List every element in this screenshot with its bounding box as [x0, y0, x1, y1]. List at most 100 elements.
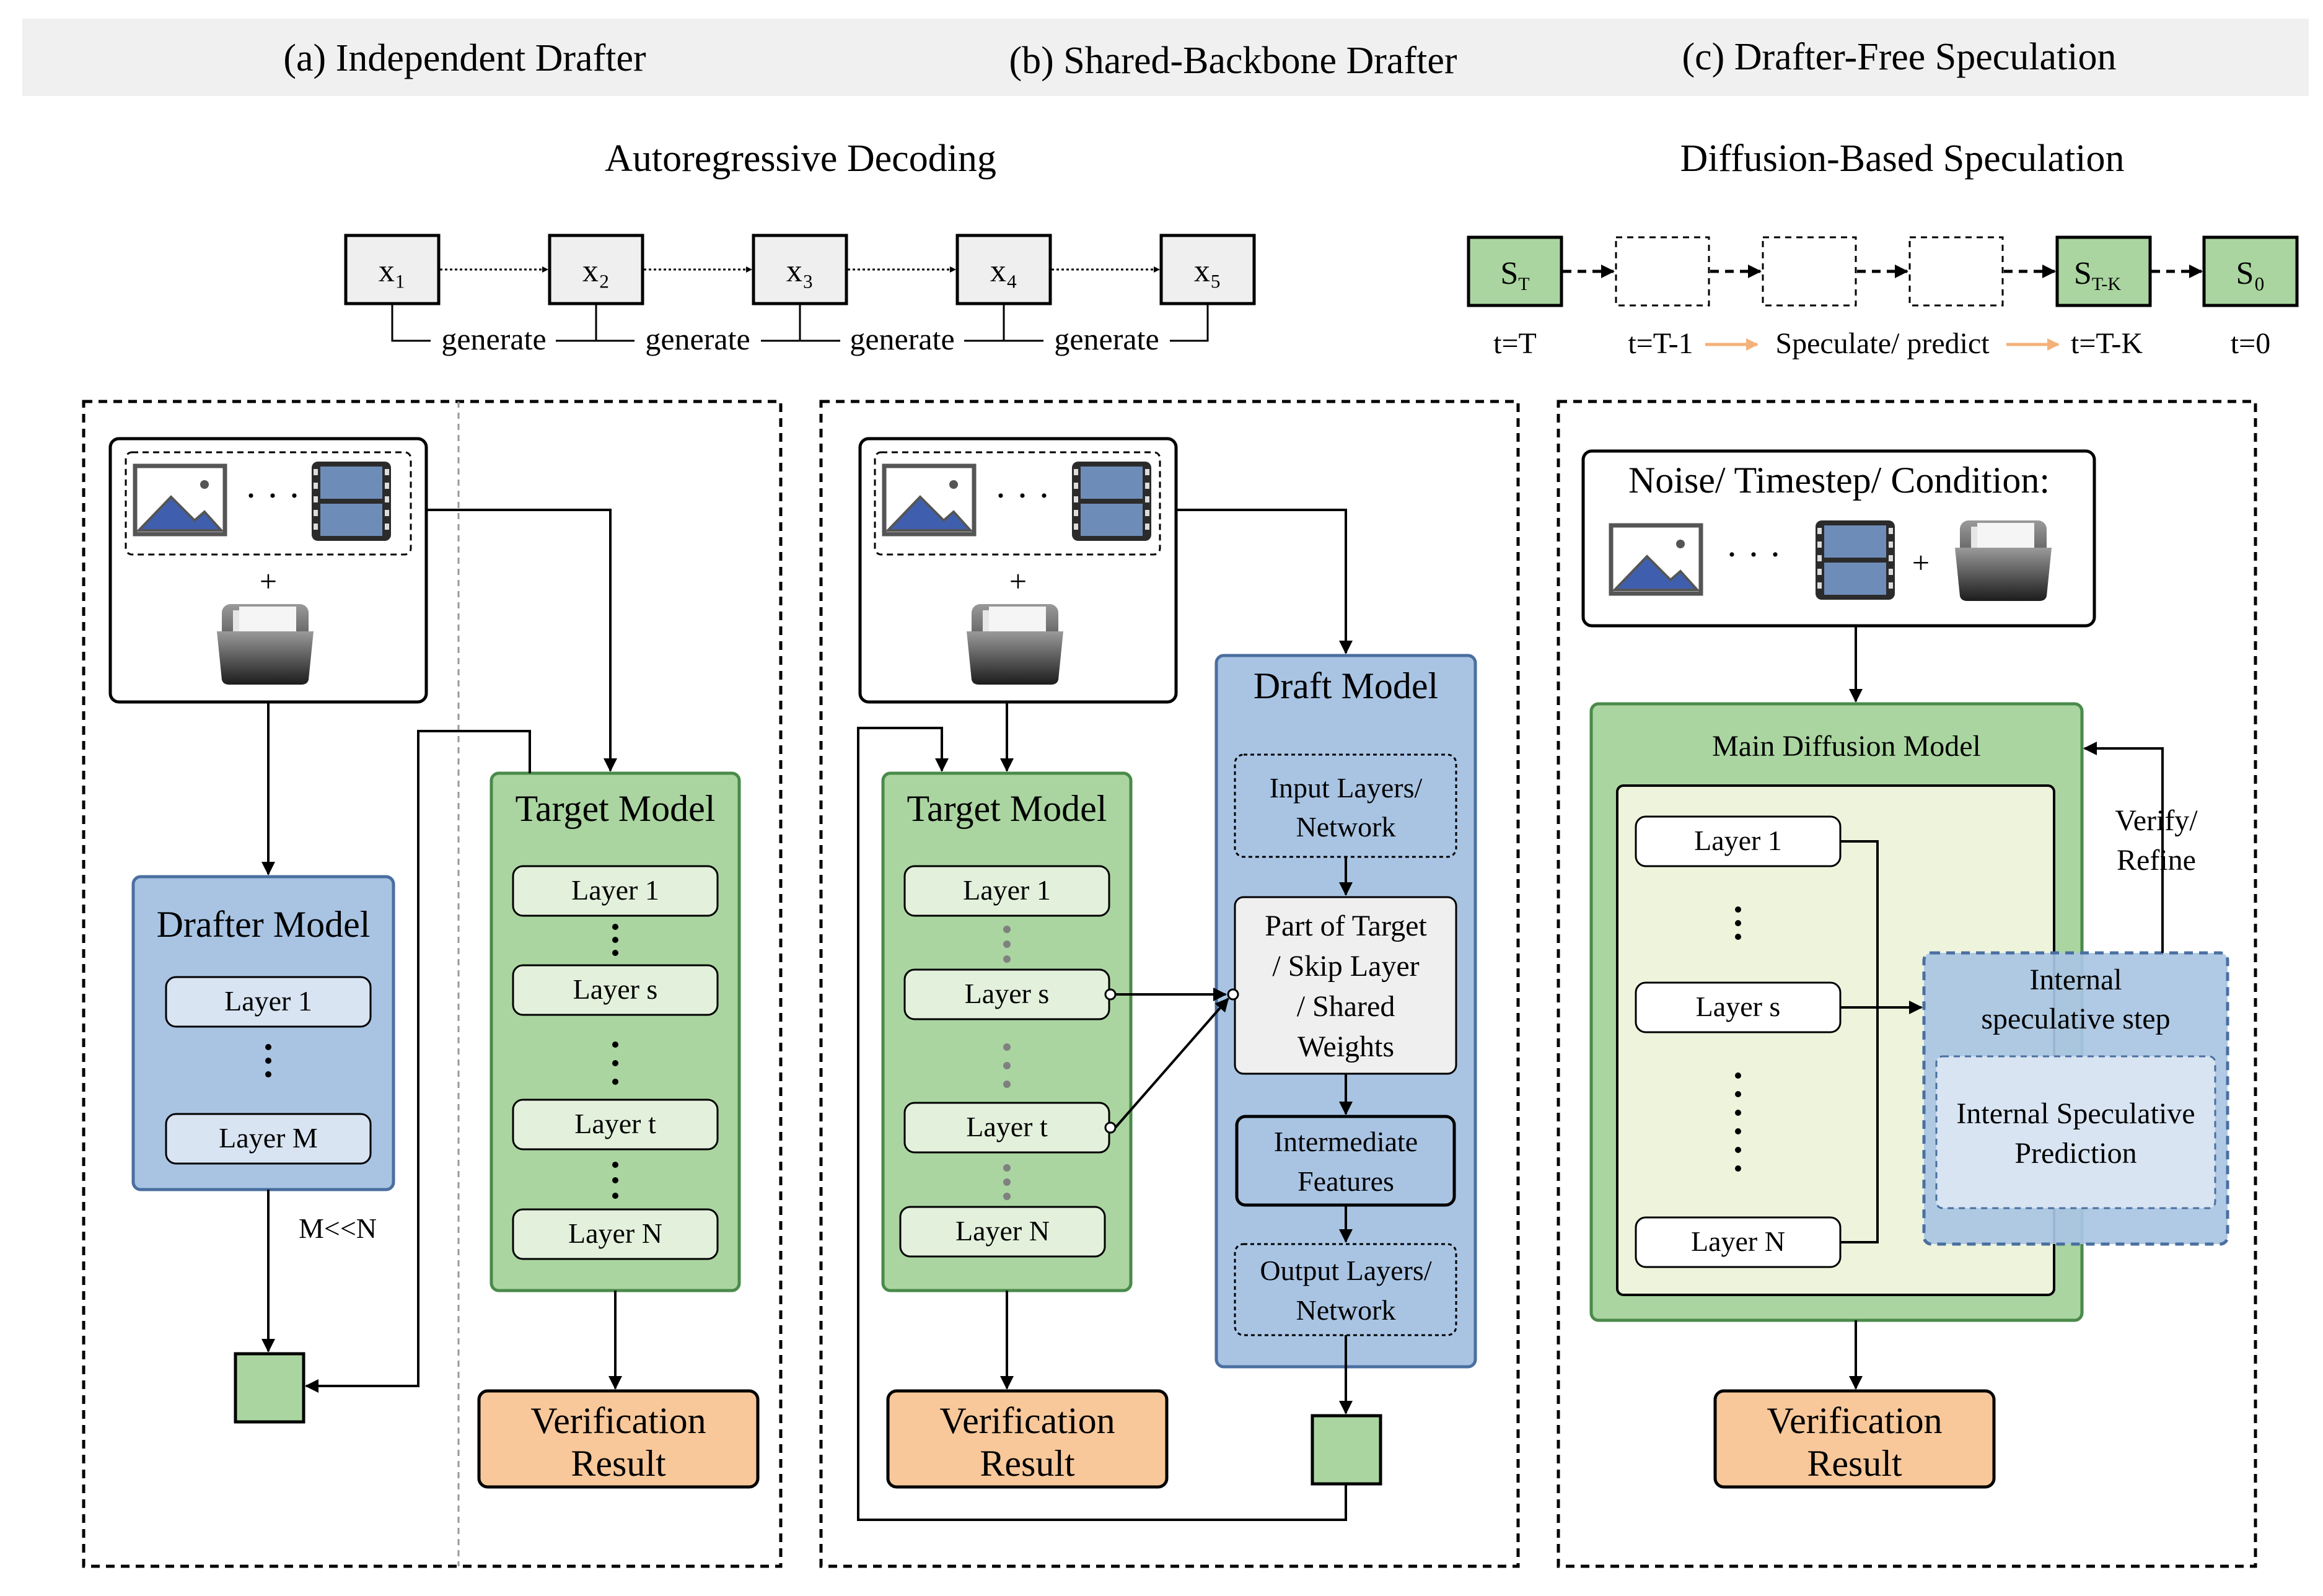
- token-1: x₁: [379, 253, 406, 289]
- verification-line-2-c: Result: [1807, 1443, 1902, 1484]
- panel-a: · · · + Target Model Layer 1 Layer s Lay…: [108, 437, 760, 1489]
- drafter-layer-1: [165, 976, 372, 1028]
- state-label-last: S₀: [2236, 256, 2265, 291]
- header-c: (c) Drafter-Free Speculation: [1682, 36, 2116, 78]
- tap-point-s: [1104, 988, 1117, 1001]
- state-label-first: ST: [1500, 256, 1529, 294]
- plus-sign: +: [1009, 564, 1027, 598]
- token-4: x₄: [990, 253, 1017, 289]
- target-layer-n-label: Layer N: [568, 1217, 662, 1249]
- target-model-title: Target Model: [516, 788, 716, 829]
- target-b-ellipsis: [1003, 926, 1011, 1200]
- video-icon: [312, 462, 391, 541]
- input-layers-line-1: Input Layers/: [1270, 772, 1423, 804]
- time-label-T-K: t=T-K: [2071, 327, 2143, 360]
- internal-step-line-2: speculative step: [1981, 1002, 2170, 1035]
- draft-output-b: [1311, 1414, 1382, 1486]
- panel-c-frame: [1557, 400, 2257, 1568]
- input-layers-line-2: Network: [1296, 811, 1396, 843]
- folder-icon: [967, 604, 1063, 685]
- token-box-1: [344, 234, 441, 305]
- token-2: x₂: [582, 253, 610, 289]
- target-b-layer-1: [903, 865, 1110, 917]
- target-b-layer-t-label: Layer t: [966, 1111, 1048, 1142]
- output-layers-box: [1234, 1243, 1457, 1336]
- draft-model-title: Draft Model: [1254, 665, 1438, 706]
- target-layer-1-label: Layer 1: [571, 874, 659, 906]
- panel-c: Noise/ Timestep/ Condition: · · · + Main…: [1581, 449, 2229, 1489]
- token-3: x₃: [786, 253, 814, 289]
- panel-b-frame: [819, 400, 1520, 1568]
- internal-prediction-line-2: Prediction: [2014, 1137, 2136, 1170]
- ratio-label: M<<N: [299, 1212, 377, 1244]
- state-box-empty-1: [1615, 236, 1710, 307]
- media-ellipsis: · · ·: [245, 475, 301, 516]
- media-ellipsis: · · ·: [995, 475, 1050, 516]
- header-band: [22, 19, 2309, 96]
- main-layer-s-label: Layer s: [1696, 991, 1781, 1022]
- verification-line-1: Verification: [530, 1400, 706, 1441]
- main-layer-1-label: Layer 1: [1694, 825, 1782, 856]
- verify-line-1: Verify/: [2115, 804, 2198, 837]
- part-of-target-line-4: Weights: [1298, 1030, 1394, 1063]
- target-model-title-b: Target Model: [907, 788, 1107, 829]
- target-layer-s: [512, 964, 719, 1016]
- drafter-ellipsis: [265, 1044, 271, 1077]
- verification-result-c: [1713, 1389, 1996, 1489]
- part-of-target-line-2: / Skip Layer: [1272, 950, 1419, 983]
- target-b-layer-n: [899, 1206, 1106, 1258]
- generate-label-1: generate: [441, 322, 546, 356]
- main-diffusion-title: Main Diffusion Model: [1712, 730, 1981, 763]
- folder-icon: [217, 604, 314, 685]
- main-layer-n-label: Layer N: [1691, 1226, 1785, 1257]
- layer-1-to-step: [1840, 840, 1879, 1243]
- time-label-T: t=T: [1493, 327, 1537, 360]
- tap-point-t: [1104, 1121, 1117, 1134]
- drafter-layer-1-label: Layer 1: [224, 985, 312, 1017]
- drafter-layer-m-label: Layer M: [219, 1122, 318, 1154]
- media-group: [125, 451, 412, 556]
- condition-title: Noise/ Timestep/ Condition:: [1628, 460, 2050, 501]
- header-a: (a) Independent Drafter: [283, 37, 646, 79]
- part-of-target-line-3: / Shared: [1297, 990, 1395, 1023]
- target-layer-t-label: Layer t: [574, 1108, 656, 1139]
- plus-sign: +: [1912, 545, 1930, 580]
- drafter-model-title: Drafter Model: [157, 904, 371, 945]
- input-to-target: [426, 509, 617, 772]
- folder-icon: [1955, 520, 2052, 601]
- target-b-layer-n-label: Layer N: [955, 1215, 1050, 1247]
- state-box-last: [2202, 235, 2299, 307]
- output-loop-b: [857, 727, 1347, 1521]
- internal-step-line-1: Internal: [2029, 963, 2122, 996]
- token-box-2: [548, 234, 644, 305]
- token-5: x₅: [1194, 253, 1221, 289]
- image-icon: [133, 463, 227, 537]
- header-b: (b) Shared-Backbone Drafter: [1009, 40, 1457, 82]
- generate-label-4: generate: [1054, 322, 1159, 356]
- time-label-T-1: t=T-1: [1628, 327, 1693, 360]
- input-to-draft-b: [1176, 509, 1353, 654]
- draft-output: [234, 1352, 305, 1424]
- video-icon: [1816, 520, 1895, 600]
- target-layer-1: [512, 865, 719, 917]
- target-to-output-loop: [305, 730, 531, 1393]
- part-of-target-line-1: Part of Target: [1265, 910, 1427, 942]
- output-layers-line-2: Network: [1296, 1294, 1396, 1326]
- drafter-layer-m: [165, 1113, 372, 1165]
- main-ellipsis-2: [1735, 1072, 1741, 1172]
- diffusion-spec-title: Diffusion-Based Speculation: [1680, 138, 2125, 180]
- generate-label-3: generate: [850, 322, 954, 356]
- main-ellipsis-1: [1735, 906, 1741, 940]
- intermediate-line-2: Features: [1298, 1165, 1394, 1197]
- verification-line-1-b: Verification: [939, 1400, 1115, 1441]
- time-label-0: t=0: [2231, 327, 2270, 360]
- token-sequence: x₁ x₂ x₃ x₄ x₅ generate generate generat…: [344, 234, 1256, 356]
- target-b-layer-s-label: Layer s: [965, 978, 1050, 1009]
- drafter-model: [131, 875, 395, 1191]
- panel-a-frame: [82, 400, 783, 1568]
- internal-prediction-line-1: Internal Speculative: [1956, 1097, 2195, 1130]
- target-layer-s-label: Layer s: [573, 973, 658, 1005]
- verification-line-2-b: Result: [980, 1443, 1075, 1484]
- generate-bracket-4: [1004, 304, 1209, 342]
